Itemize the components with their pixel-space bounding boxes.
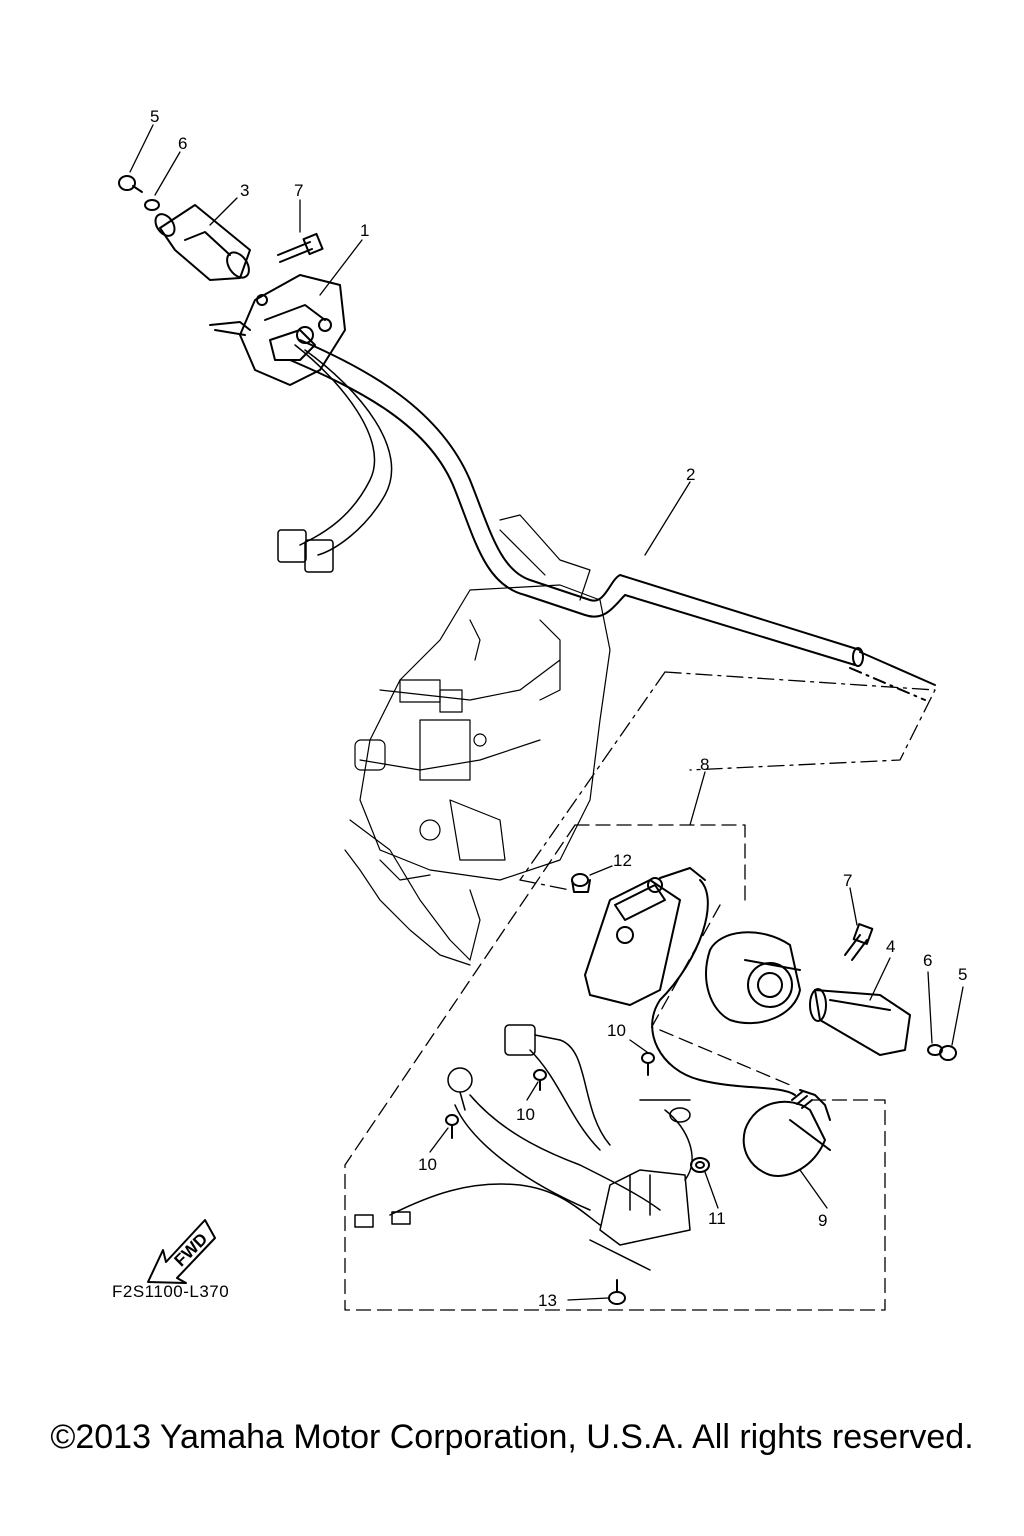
callout-10-c: 10 (418, 1155, 437, 1174)
callout-7-right: 7 (843, 871, 852, 890)
callout-5-left: 5 (150, 107, 159, 126)
screw-left (118, 175, 143, 193)
washer-left (144, 199, 160, 211)
grip-left (154, 204, 251, 281)
bolt-right (844, 923, 874, 961)
callout-3: 3 (240, 181, 249, 200)
upper-dashed-outline (519, 671, 936, 891)
callout-7-left: 7 (294, 181, 303, 200)
callout-11: 11 (708, 1209, 726, 1228)
callout-10-b: 10 (516, 1105, 535, 1124)
copyright-notice: ©2013 Yamaha Motor Corporation, U.S.A. A… (50, 1418, 974, 1456)
grommet-11 (690, 1157, 710, 1173)
washer-right (927, 1044, 943, 1056)
screw-10-a (641, 1052, 655, 1076)
cap-12 (571, 873, 591, 893)
callout-13: 13 (538, 1291, 557, 1310)
fwd-arrow (147, 1219, 216, 1284)
callout-4: 4 (886, 937, 895, 956)
lanyard-clip-9 (742, 1100, 831, 1177)
callout-2: 2 (686, 465, 695, 484)
screw-10-c (445, 1114, 459, 1139)
callout-6-right: 6 (923, 951, 932, 970)
screw-right (939, 1045, 957, 1061)
left-wire-harness (277, 344, 393, 573)
screw-10-b (533, 1069, 547, 1091)
callout-10-a: 10 (607, 1021, 626, 1040)
callouts: 5 6 3 7 1 2 8 12 7 4 6 5 10 10 10 11 9 1… (150, 107, 967, 1310)
callout-12: 12 (613, 851, 632, 870)
callout-1: 1 (360, 221, 369, 240)
handlebar (289, 339, 936, 701)
switch-housing-right (705, 931, 801, 1025)
callout-9: 9 (818, 1211, 827, 1230)
leader-lines (129, 124, 964, 1301)
figure-code: F2S1100-L370 (112, 1282, 230, 1301)
callout-5-right: 5 (958, 965, 967, 984)
steering-column-assembly (344, 514, 611, 966)
bolt-left (277, 232, 324, 263)
callout-6-left: 6 (178, 134, 187, 153)
start-stop-switch-panel (584, 867, 796, 1096)
lanyard-cord (791, 1089, 831, 1121)
callout-8: 8 (700, 755, 709, 774)
relay-assembly (354, 1024, 693, 1271)
grip-right (809, 988, 911, 1056)
screw-13 (608, 1279, 626, 1305)
switch-housing-left (209, 274, 346, 386)
